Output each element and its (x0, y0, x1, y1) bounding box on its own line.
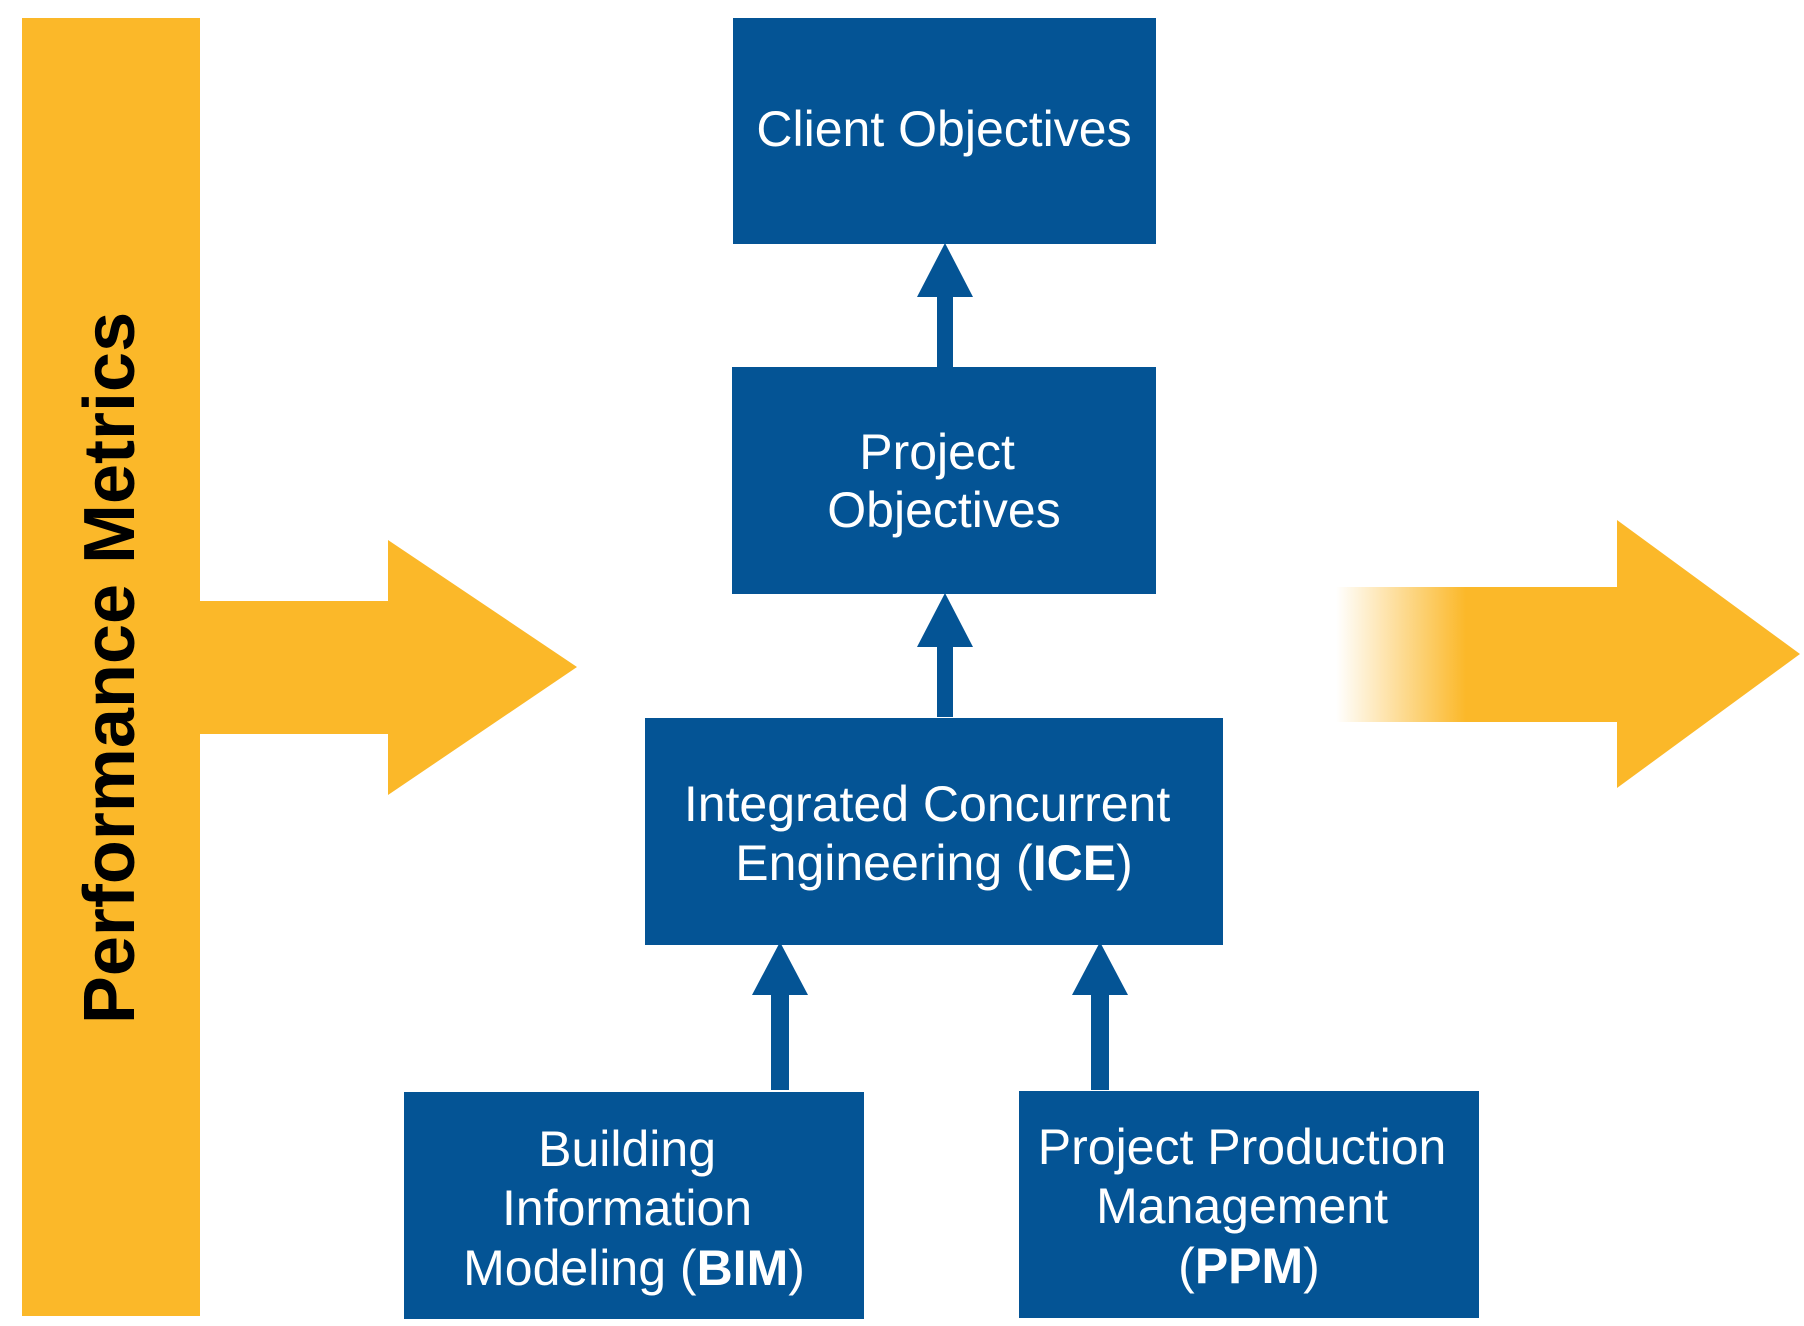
ice-label: Integrated Concurrent Engineering (ICE) (684, 776, 1184, 891)
connector-ice-to-project (917, 593, 973, 717)
faded-right-arrow-icon (1336, 520, 1800, 788)
client-objectives-box: Client Objectives (733, 18, 1156, 244)
up-arrow-icon (752, 942, 808, 995)
bim-box: Building Information Modeling (BIM) (404, 1092, 864, 1319)
up-arrow-icon (1072, 942, 1128, 995)
project-objectives-label: Project Objectives (827, 424, 1060, 538)
bim-label: Building Information Modeling (BIM) (463, 1121, 805, 1296)
connector-ppm-to-ice (1072, 942, 1128, 1090)
up-arrow-icon (917, 593, 973, 647)
performance-metrics-band: Performance Metrics (22, 18, 577, 1316)
ppm-box: Project Production Management (PPM) (1019, 1091, 1479, 1318)
connector-project-to-client (917, 243, 973, 367)
up-arrow-icon (917, 243, 973, 297)
performance-metrics-label: Performance Metrics (70, 312, 150, 1024)
right-arrow-icon (200, 540, 577, 795)
project-objectives-box: Project Objectives (732, 367, 1156, 594)
ice-box: Integrated Concurrent Engineering (ICE) (645, 718, 1223, 945)
connector-bim-to-ice (752, 942, 808, 1090)
client-objectives-label: Client Objectives (756, 101, 1131, 157)
ppm-label: Project Production Management (PPM) (1038, 1119, 1460, 1294)
